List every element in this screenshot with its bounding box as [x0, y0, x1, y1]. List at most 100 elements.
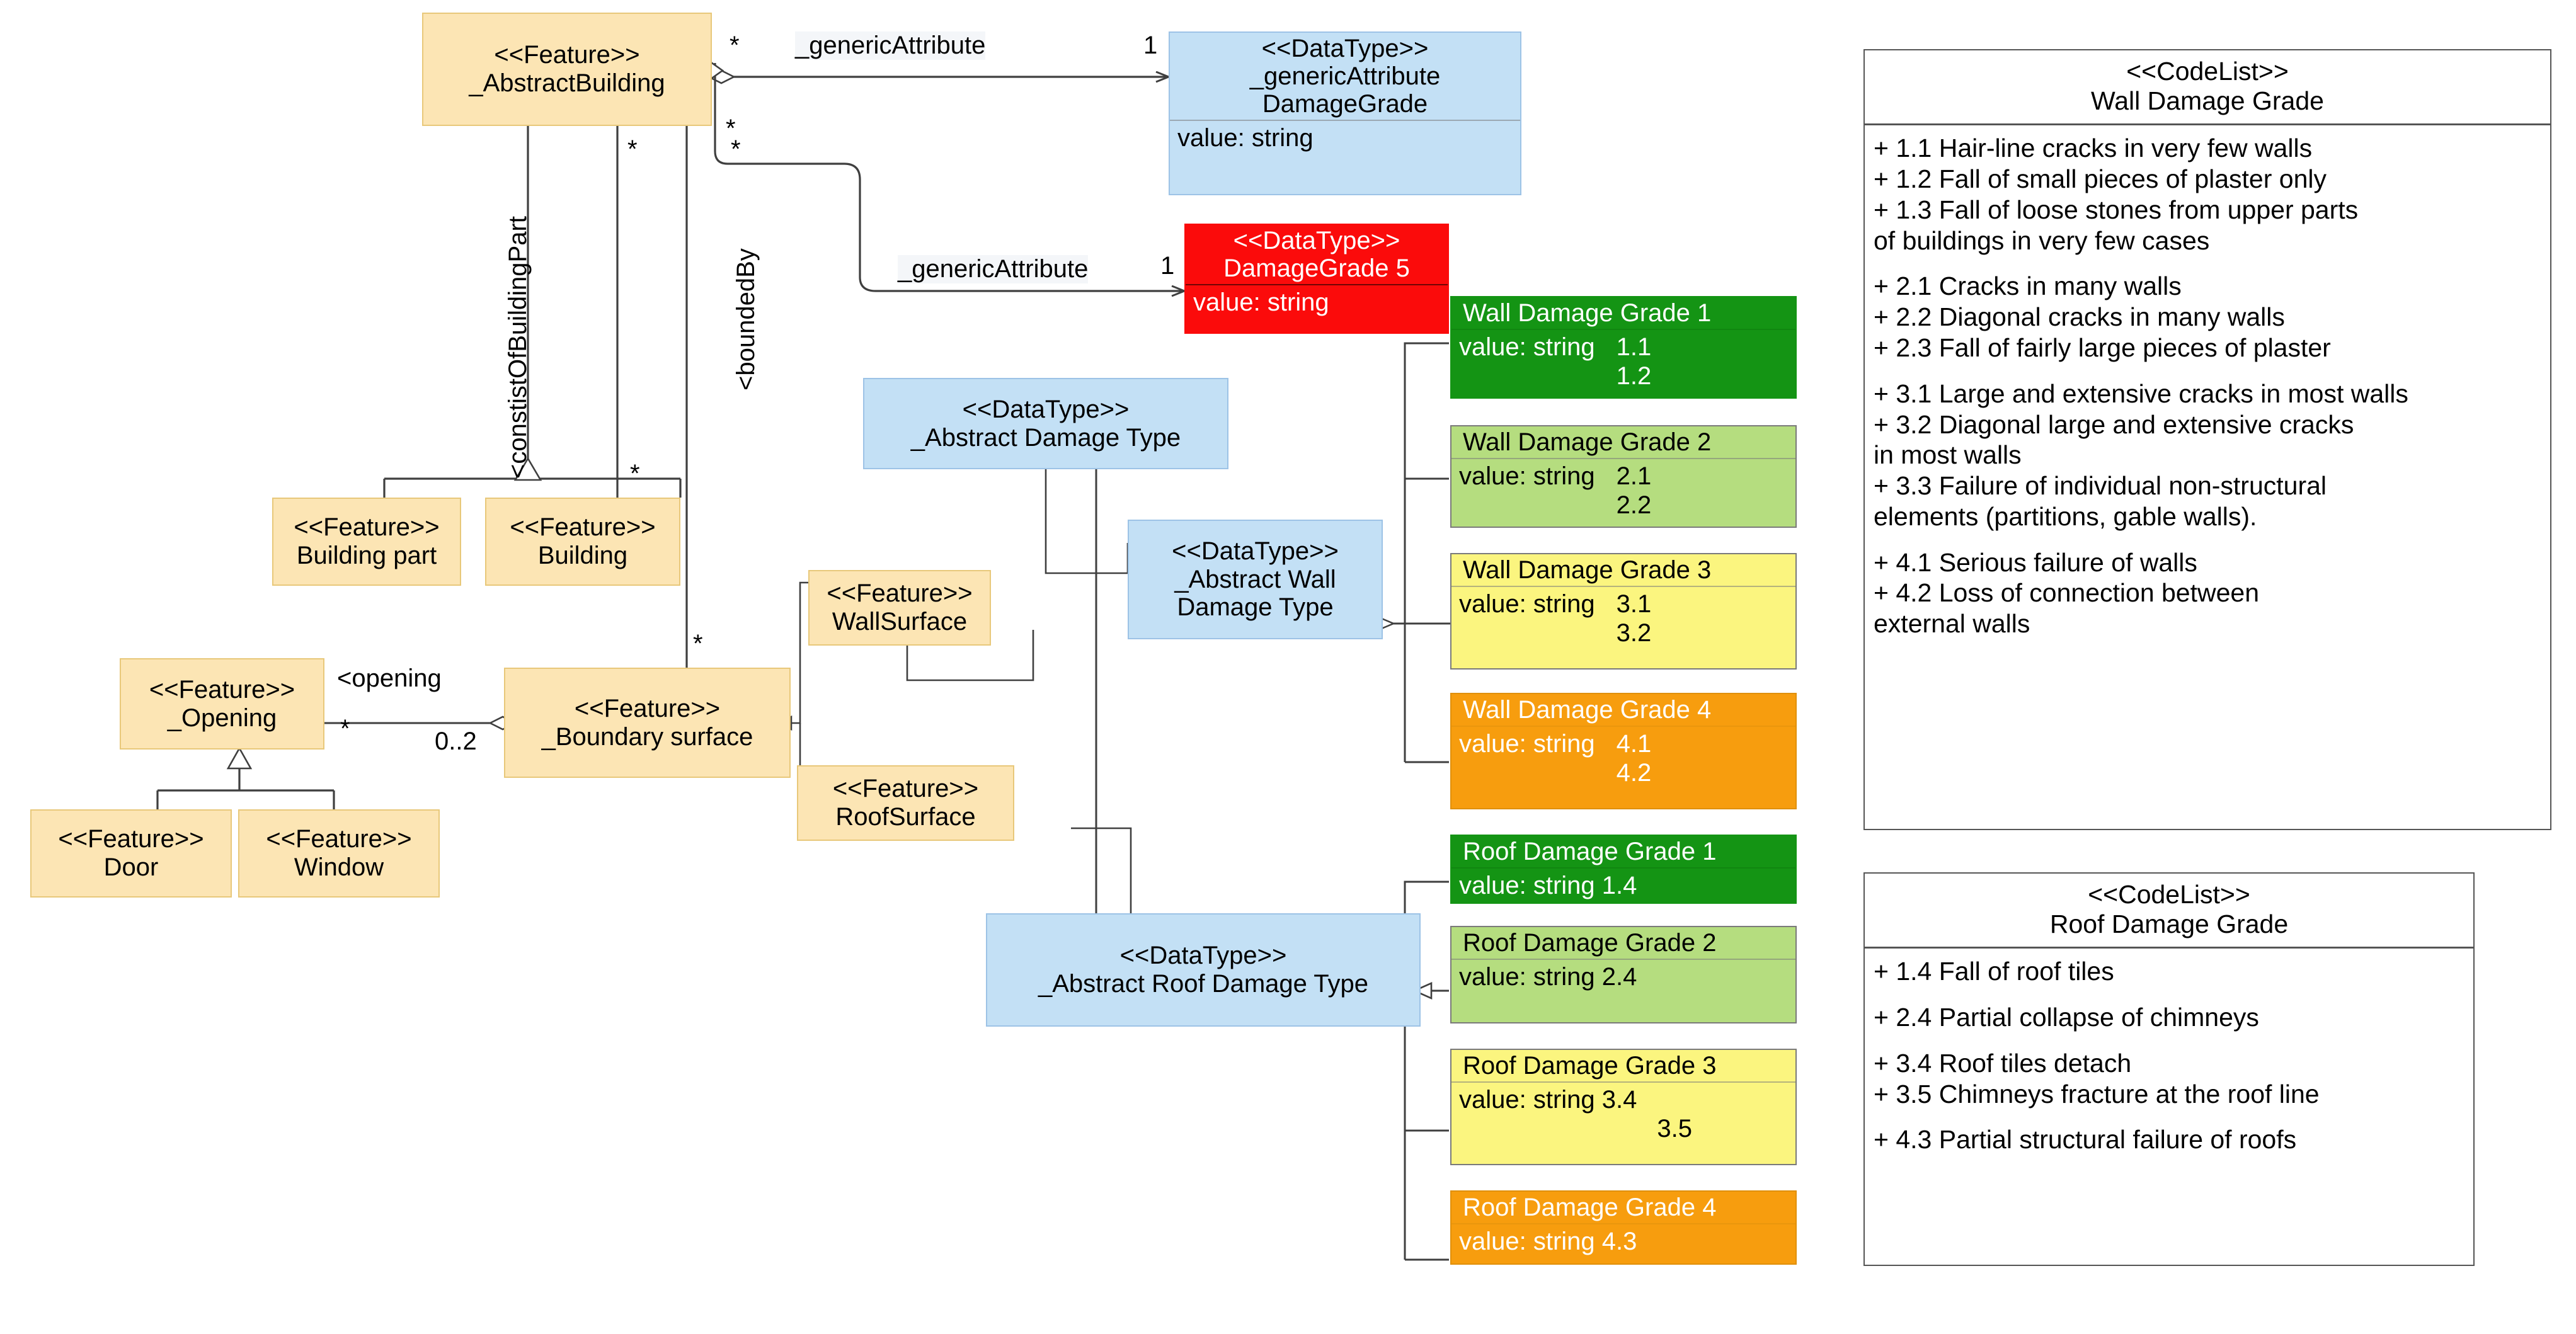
- class-name: _Boundary surface: [541, 722, 753, 751]
- attribute-compartment: value: string 4.1 4.2: [1451, 727, 1795, 808]
- class-name-line1: _genericAttribute: [1249, 62, 1441, 90]
- codelist-entry: + 3.2 Diagonal large and extensive crack…: [1874, 409, 2354, 439]
- codelist-roof-damage-grade[interactable]: <<CodeList>> Roof Damage Grade + 1.4 Fal…: [1863, 872, 2475, 1266]
- roof-grade-box[interactable]: Roof Damage Grade 1 value: string 1.4: [1450, 835, 1797, 904]
- attribute-value: value: string: [1459, 730, 1595, 758]
- node-window[interactable]: <<Feature>> Window: [238, 809, 440, 898]
- codelist-entry: + 2.2 Diagonal cracks in many walls: [1874, 302, 2285, 332]
- codelist-entry: + 1.3 Fall of loose stones from upper pa…: [1874, 195, 2359, 224]
- stereotype-label: <<Feature>>: [510, 513, 656, 542]
- compartment-divider: [1451, 329, 1795, 330]
- grade-value-item: 4.2: [1616, 759, 1652, 787]
- node-abstract-wall-damage-type[interactable]: <<DataType>> _Abstract Wall Damage Type: [1128, 520, 1383, 639]
- compartment-divider: [1170, 120, 1520, 121]
- multiplicity-abstract-building-consist: *: [627, 135, 638, 163]
- compartment-divider: [1186, 284, 1448, 285]
- attribute-value: value: string 2.4: [1459, 963, 1637, 991]
- compartment-divider: [1865, 123, 2550, 126]
- node-wall-surface[interactable]: <<Feature>> WallSurface: [808, 570, 991, 646]
- grade-value-item: 2.2: [1616, 491, 1652, 519]
- edge-label-bounded-by: <boundedBy: [732, 248, 760, 391]
- stereotype-label: <<DataType>>: [962, 395, 1130, 423]
- node-abstract-roof-damage-type[interactable]: <<DataType>> _Abstract Roof Damage Type: [986, 913, 1421, 1027]
- compartment-divider: [1451, 959, 1795, 960]
- codelist-entry: + 3.4 Roof tiles detach: [1874, 1048, 2132, 1078]
- codelist-entry: + 2.1 Cracks in many walls: [1874, 271, 2182, 301]
- codelist-name: Wall Damage Grade: [2091, 86, 2324, 116]
- wall-grade-box[interactable]: Wall Damage Grade 3 value: string 3.1 3.…: [1450, 553, 1797, 670]
- codelist-group: + 4.3 Partial structural failure of roof…: [1874, 1124, 2464, 1155]
- node-roof-surface[interactable]: <<Feature>> RoofSurface: [797, 765, 1014, 841]
- node-boundary-surface[interactable]: <<Feature>> _Boundary surface: [504, 668, 791, 778]
- codelist-group: + 2.1 Cracks in many walls + 2.2 Diagona…: [1874, 271, 2541, 363]
- codelist-entry: + 4.3 Partial structural failure of roof…: [1874, 1125, 2297, 1154]
- node-building-part[interactable]: <<Feature>> Building part: [272, 498, 461, 586]
- grade-title: Roof Damage Grade 1: [1463, 838, 1717, 865]
- attribute-compartment: value: string 2.1 2.2: [1451, 459, 1795, 527]
- compartment-divider: [1451, 867, 1795, 869]
- codelist-entry: of buildings in very few cases: [1874, 225, 2210, 255]
- node-building[interactable]: <<Feature>> Building: [485, 498, 680, 586]
- class-name: RoofSurface: [835, 803, 976, 831]
- node-damage-grade-5[interactable]: <<DataType>> DamageGrade 5 value: string: [1184, 224, 1449, 334]
- attribute-compartment: value: string: [1186, 285, 1448, 333]
- compartment-divider: [1451, 458, 1795, 459]
- attribute-compartment: value: string 1.1 1.2: [1451, 330, 1795, 397]
- attribute-value: value: string: [1459, 590, 1595, 618]
- attribute-compartment: value: string 2.4: [1451, 960, 1795, 1022]
- grade-value-item: 4.1: [1616, 730, 1652, 758]
- node-abstract-damage-type[interactable]: <<DataType>> _Abstract Damage Type: [863, 378, 1228, 469]
- attribute-compartment: value: string 3.1 3.2: [1451, 587, 1795, 668]
- stereotype-label: <<Feature>>: [294, 513, 440, 542]
- grade-value-item: 3.5: [1657, 1115, 1692, 1143]
- multiplicity-damage-grade-5-one: 1: [1160, 252, 1175, 280]
- compartment-divider: [1451, 1223, 1795, 1224]
- roof-grade-box[interactable]: Roof Damage Grade 3 value: string 3.4 3.…: [1450, 1049, 1797, 1165]
- codelist-wall-damage-grade[interactable]: <<CodeList>> Wall Damage Grade + 1.1 Hai…: [1863, 49, 2551, 830]
- grade-value-item: 2.1: [1616, 462, 1652, 490]
- grade-values: 2.1 2.2: [1617, 462, 1652, 520]
- roof-grade-box[interactable]: Roof Damage Grade 2 value: string 2.4: [1450, 926, 1797, 1023]
- codelist-entry: elements (partitions, gable walls).: [1874, 501, 2257, 531]
- compartment-divider: [1451, 586, 1795, 587]
- grade-value-item: 3.2: [1616, 619, 1652, 647]
- class-name: _AbstractBuilding: [469, 69, 665, 97]
- node-generic-attribute-damage-grade[interactable]: <<DataType>> _genericAttribute DamageGra…: [1169, 31, 1521, 195]
- stereotype-label: <<Feature>>: [494, 41, 640, 69]
- attribute-value: value: string: [1459, 462, 1595, 490]
- codelist-entry: + 3.5 Chimneys fracture at the roof line: [1874, 1079, 2320, 1109]
- grade-title: Wall Damage Grade 4: [1463, 696, 1712, 724]
- attribute-compartment: value: string: [1170, 121, 1520, 194]
- compartment-divider: [1451, 1081, 1795, 1083]
- attribute-compartment: value: string 3.4 3.5: [1451, 1083, 1795, 1164]
- codelist-entry: external walls: [1874, 609, 2030, 639]
- compartment-divider: [1451, 726, 1795, 727]
- wall-grade-box[interactable]: Wall Damage Grade 4 value: string 4.1 4.…: [1450, 693, 1797, 809]
- node-abstract-building[interactable]: <<Feature>> _AbstractBuilding: [422, 13, 712, 126]
- attribute-value: value: string: [1193, 288, 1329, 316]
- multiplicity-opening-0-2: 0..2: [435, 727, 477, 755]
- stereotype-label: <<Feature>>: [832, 775, 979, 803]
- stereotype-label: <<Feature>>: [827, 579, 973, 608]
- node-opening[interactable]: <<Feature>> _Opening: [120, 658, 324, 750]
- codelist-entries: + 1.1 Hair-line cracks in very few walls…: [1865, 125, 2550, 829]
- grade-title: Roof Damage Grade 3: [1463, 1052, 1717, 1080]
- roof-grade-box[interactable]: Roof Damage Grade 4 value: string 4.3: [1450, 1190, 1797, 1265]
- grade-values: 1.1 1.2: [1617, 333, 1652, 391]
- stereotype-label: <<CodeList>>: [2126, 57, 2289, 86]
- codelist-group: + 1.4 Fall of roof tiles: [1874, 956, 2464, 987]
- multiplicity-building-star: *: [630, 460, 640, 487]
- multiplicity-generic-attribute-one: 1: [1143, 31, 1158, 59]
- class-name: Building: [537, 542, 628, 569]
- node-door[interactable]: <<Feature>> Door: [30, 809, 232, 898]
- multiplicity-abstract-building-lower: *: [726, 115, 736, 142]
- wall-grade-box[interactable]: Wall Damage Grade 1 value: string 1.1 1.…: [1450, 296, 1797, 399]
- wall-grade-box[interactable]: Wall Damage Grade 2 value: string 2.1 2.…: [1450, 425, 1797, 528]
- damage-grade-5-header: <<DataType>> DamageGrade 5: [1186, 225, 1448, 284]
- grade-title: Wall Damage Grade 1: [1463, 299, 1712, 327]
- multiplicity-opening-star: *: [340, 715, 350, 743]
- codelist-header: <<CodeList>> Roof Damage Grade: [1865, 874, 2473, 947]
- grade-title: Wall Damage Grade 3: [1463, 556, 1712, 584]
- grade-title: Roof Damage Grade 2: [1463, 929, 1717, 957]
- attribute-value: value: string: [1177, 124, 1314, 152]
